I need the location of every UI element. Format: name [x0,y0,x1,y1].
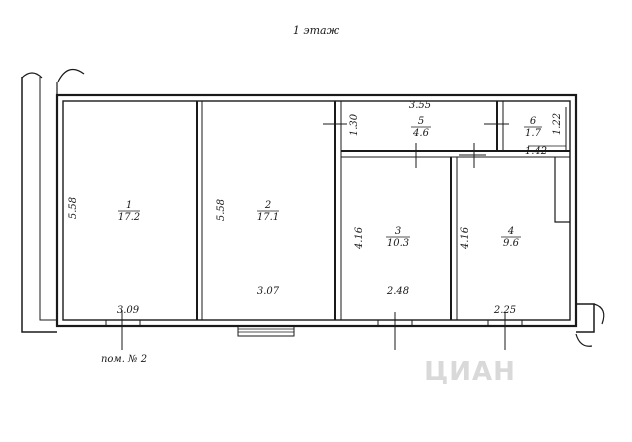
dim-room2-height: 5.58 [216,199,227,221]
room-area: 9.6 [503,238,520,249]
dimension-labels: 5.58 3.09 5.58 3.07 4.16 2.48 4.16 2.25 … [68,100,563,316]
dim-room3-width: 2.48 [386,286,409,297]
room-area: 10.3 [387,238,409,249]
interior-walls [196,101,570,320]
floor-title: 1 этаж [293,24,340,37]
premises-caption: пом. № 2 [101,354,147,365]
room-number: 1 [126,200,132,211]
watermark: ЦИАН [424,357,516,387]
room-6-label: 6 1.7 [524,116,542,139]
room-1-label: 1 17.2 [118,200,140,223]
entrance-steps [237,325,295,337]
dim-room5-height: 1.30 [349,113,360,136]
room-area: 4.6 [412,128,430,139]
door-marks [121,107,567,350]
room-number: 4 [507,226,514,237]
dim-room5-width: 3.55 [409,100,431,111]
room-area: 1.7 [525,128,542,139]
dim-room1-height: 5.58 [68,197,79,219]
room-3-label: 3 10.3 [386,226,410,249]
room-area: 17.1 [257,212,279,223]
dim-room4-width: 2.25 [493,305,516,316]
dim-room6-width: 1.42 [525,146,547,157]
room-number: 2 [264,200,271,211]
room-2-label: 2 17.1 [257,200,279,223]
dim-room1-width: 3.09 [117,305,140,316]
room-number: 6 [530,116,537,127]
room-number: 5 [418,116,424,127]
room-5-label: 5 4.6 [411,116,431,139]
dim-room3-height: 4.16 [354,226,365,250]
dim-room2-width: 3.07 [257,286,280,297]
room-number: 3 [395,226,401,237]
dim-room6-height: 1.22 [552,113,563,135]
room-4-label: 4 9.6 [501,226,521,249]
dim-room4-height: 4.16 [460,226,471,250]
outer-walls [21,68,605,347]
room-area: 17.2 [118,212,140,223]
